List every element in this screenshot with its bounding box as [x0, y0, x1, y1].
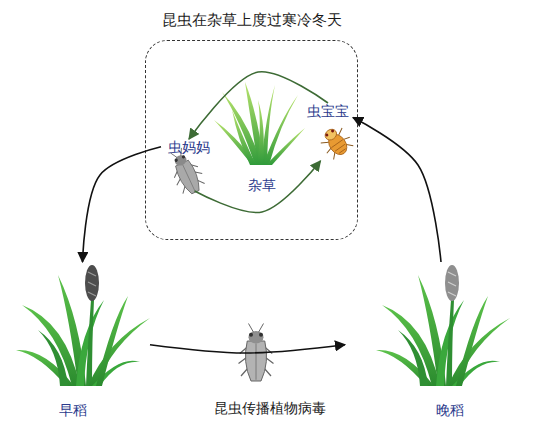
weed-blade: [266, 128, 305, 165]
early-rice-node: 早稻: [15, 262, 150, 418]
connector-arrow: [189, 72, 328, 139]
group-heading: 昆虫在杂草上度过寒冷冬天: [86, 11, 417, 29]
insect-antenna: [249, 324, 264, 333]
rice-grain: [88, 272, 96, 296]
rice-ear: [85, 265, 99, 301]
nymph-stripe: [331, 140, 348, 155]
adult-insect: [239, 324, 274, 382]
rice-plant: [376, 275, 510, 386]
rice-plant: [16, 275, 150, 386]
late-rice-node: 晚稻: [345, 262, 505, 418]
weed-blade: [257, 100, 264, 165]
insect-eye: [325, 133, 329, 137]
rice-grain: [448, 272, 456, 296]
connector-arrow: [195, 161, 321, 212]
connector-arrow: [83, 147, 162, 262]
connector-arrow: [150, 345, 345, 353]
node-label: 杂草: [248, 177, 276, 193]
wing-line: [183, 165, 195, 191]
insect-leg: [320, 127, 355, 160]
insect-head: [323, 127, 339, 142]
early-rice-drawing: [16, 265, 150, 386]
nymph-insect: [317, 123, 356, 162]
node-label: 虫妈妈: [168, 139, 210, 155]
wing-line: [256, 344, 257, 380]
insect-eye: [259, 333, 263, 337]
node-label: 早稻: [59, 402, 87, 418]
weed-blade: [232, 110, 256, 165]
weed-drawing: [214, 82, 305, 165]
edge-label: 昆虫传播植物病毒: [190, 400, 350, 416]
insect-eye: [181, 155, 185, 159]
adult-insect-node: 虫妈妈: [161, 139, 217, 191]
insect-eye: [330, 129, 334, 133]
insect-eye: [249, 333, 253, 337]
nymph-node: 虫宝宝: [303, 103, 353, 161]
overwinter-group: 虫妈妈杂草虫宝宝昆虫在杂草上度过寒冷冬天: [145, 40, 358, 240]
insect-eye: [174, 158, 178, 162]
late-rice-drawing: [376, 265, 510, 386]
rice-ear: [445, 265, 459, 301]
weed-node: 杂草: [221, 86, 303, 193]
node-label: 晚稻: [436, 402, 464, 418]
insect-wing: [245, 341, 266, 381]
node-label: 虫宝宝: [307, 103, 349, 119]
insect-head: [249, 331, 264, 344]
connector-arrow: [353, 118, 441, 263]
